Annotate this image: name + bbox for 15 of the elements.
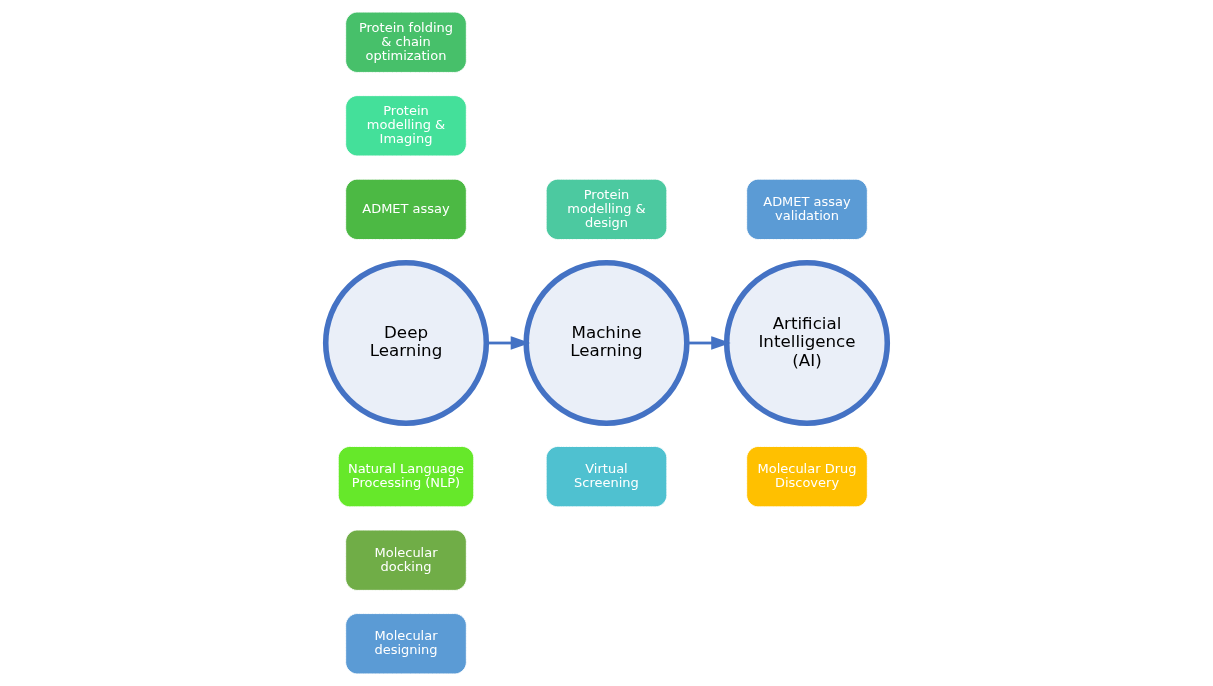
- arrow: [486, 336, 531, 350]
- arrow: [686, 336, 731, 350]
- node-box: Molecular docking: [345, 529, 467, 591]
- node-box: Virtual Screening: [545, 446, 668, 508]
- node-box: ADMET assay: [345, 178, 467, 240]
- node-circle: Machine Learning: [523, 259, 690, 427]
- node-circle: Artificial Intelligence (AI): [723, 259, 891, 427]
- node-box: Molecular Drug Discovery: [746, 446, 868, 508]
- node-box: Molecular designing: [345, 613, 467, 675]
- node-box: Protein modelling & Imaging: [345, 95, 467, 157]
- node-box: Protein folding & chain optimization: [345, 11, 467, 73]
- node-box: Natural Language Processing (NLP): [337, 446, 475, 508]
- node-box: ADMET assay validation: [746, 178, 868, 240]
- node-circle: Deep Learning: [322, 259, 490, 427]
- node-box: Protein modelling & design: [545, 178, 668, 240]
